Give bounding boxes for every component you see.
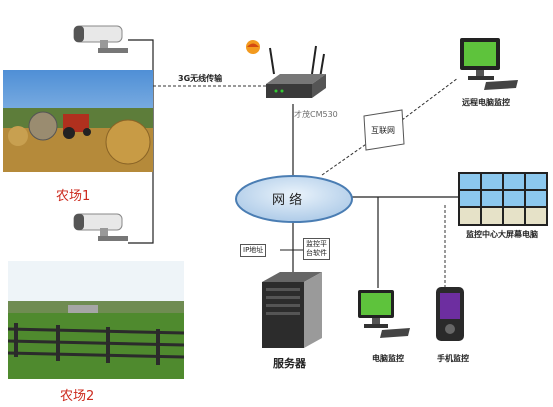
- remote-pc-icon: [460, 38, 518, 90]
- router-model-label: 才茂CM530: [294, 110, 338, 119]
- farm2-label: 农场2: [60, 389, 95, 404]
- platform-software-box: 监控平 台软件: [303, 238, 330, 260]
- farm1-label: 农场1: [56, 189, 91, 204]
- router-icon: [266, 45, 326, 98]
- video-wall-icon: [458, 172, 548, 226]
- server-label: 服务器: [273, 357, 306, 370]
- internet-cloud: [363, 109, 405, 151]
- video-wall-label: 监控中心大屏幕电脑: [466, 230, 538, 239]
- ip-address-box: IP地址: [240, 244, 267, 257]
- pc-monitor-label: 电脑监控: [372, 354, 404, 363]
- camera-icon-top: [73, 25, 128, 53]
- server-icon: [262, 272, 322, 348]
- farm2-photo: [8, 261, 184, 379]
- phone-monitor-label: 手机监控: [437, 354, 469, 363]
- network-cloud: [235, 175, 353, 223]
- ip-label: IP地址: [243, 246, 264, 254]
- vendor-logo: [246, 40, 260, 54]
- internet-label: 互联网: [371, 126, 395, 135]
- camera-icon-bottom: [73, 213, 128, 241]
- phone-icon: [436, 287, 464, 341]
- network-label: 网 络: [272, 193, 303, 208]
- platform-label-line1: 监控平: [306, 240, 327, 248]
- platform-label-line2: 台软件: [306, 249, 327, 257]
- remote-pc-label: 远程电脑监控: [462, 98, 510, 107]
- link-3g-label: 3G无线传输: [178, 74, 223, 83]
- farm1-photo: [3, 70, 153, 172]
- pc-monitor-icon: [358, 290, 410, 338]
